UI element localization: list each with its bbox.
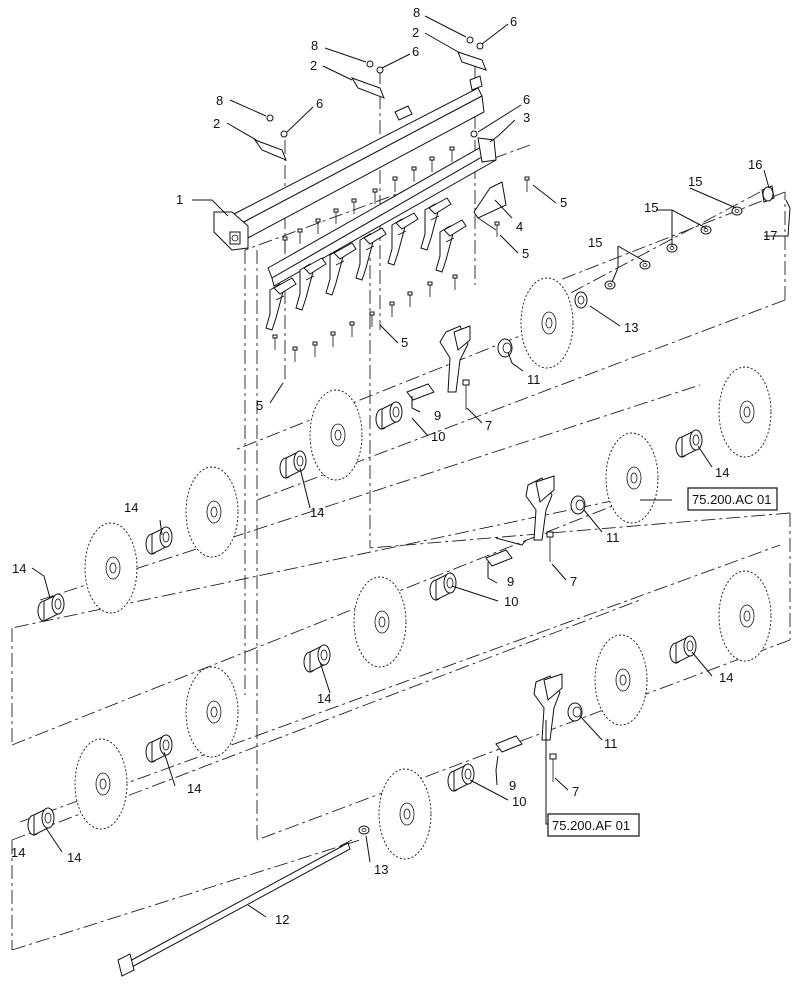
callout-label: 9 (434, 408, 441, 423)
reference-box-ac01[interactable]: 75.200.AC 01 (687, 487, 778, 511)
callout-label: 5 (401, 335, 408, 350)
u-bolt-clamps (253, 36, 487, 161)
callout-label: 3 (523, 110, 530, 125)
callout-label: 2 (310, 58, 317, 73)
callout-label: 14 (67, 850, 81, 865)
leader-lines (31, 15, 791, 918)
callout-label: 10 (504, 594, 518, 609)
callout-label: 10 (512, 794, 526, 809)
callout-label: 7 (570, 574, 577, 589)
callout-label: 12 (275, 912, 289, 927)
callout-label: 11 (527, 372, 541, 387)
callout-label: 9 (509, 778, 516, 793)
callout-label: 7 (572, 784, 579, 799)
callout-label: 16 (748, 157, 762, 172)
gang-3-parts (358, 570, 772, 860)
axle-shaft (117, 839, 353, 977)
callout-label: 10 (431, 429, 445, 444)
callout-label: 6 (523, 92, 530, 107)
mounting-rail (267, 137, 497, 287)
side-bracket (473, 181, 507, 231)
callout-label: 2 (213, 116, 220, 131)
callout-label: 6 (510, 14, 517, 29)
callout-label: 14 (310, 505, 324, 520)
callout-label: 6 (316, 96, 323, 111)
callout-label: 11 (604, 736, 618, 751)
callout-label: 14 (11, 845, 25, 860)
callout-label: 5 (560, 195, 567, 210)
callout-label: 2 (412, 25, 419, 40)
callout-label: 8 (216, 93, 223, 108)
callout-label: 14 (12, 561, 26, 576)
callout-label: 14 (715, 465, 729, 480)
reference-label: 75.200.AC 01 (692, 492, 772, 507)
callout-label: 9 (507, 574, 514, 589)
callout-label: 1 (176, 192, 183, 207)
callout-label: 17 (763, 228, 777, 243)
callout-label: 15 (588, 235, 602, 250)
gang-1-parts (37, 185, 775, 622)
callout-label: 14 (317, 691, 331, 706)
gang-2-parts (27, 366, 772, 836)
reference-label: 75.200.AF 01 (552, 818, 630, 833)
callout-label: 6 (412, 44, 419, 59)
callout-label: 4 (516, 219, 523, 234)
main-frame-beam (213, 75, 485, 251)
callout-label: 15 (644, 200, 658, 215)
callout-label: 7 (485, 418, 492, 433)
callout-numbers: 1 2 2 2 3 4 5 5 5 5 6 6 6 6 7 7 7 8 8 8 … (11, 5, 777, 927)
callout-label: 15 (688, 174, 702, 189)
callout-label: 5 (256, 398, 263, 413)
callout-label: 8 (311, 38, 318, 53)
callout-label: 13 (624, 320, 638, 335)
callout-label: 5 (522, 246, 529, 261)
callout-label: 11 (606, 530, 620, 545)
callout-label: 13 (374, 862, 388, 877)
callout-label: 14 (187, 781, 201, 796)
callout-label: 14 (719, 670, 733, 685)
reference-box-af01[interactable]: 75.200.AF 01 (547, 813, 640, 837)
callout-label: 14 (124, 500, 138, 515)
callout-label: 8 (413, 5, 420, 20)
